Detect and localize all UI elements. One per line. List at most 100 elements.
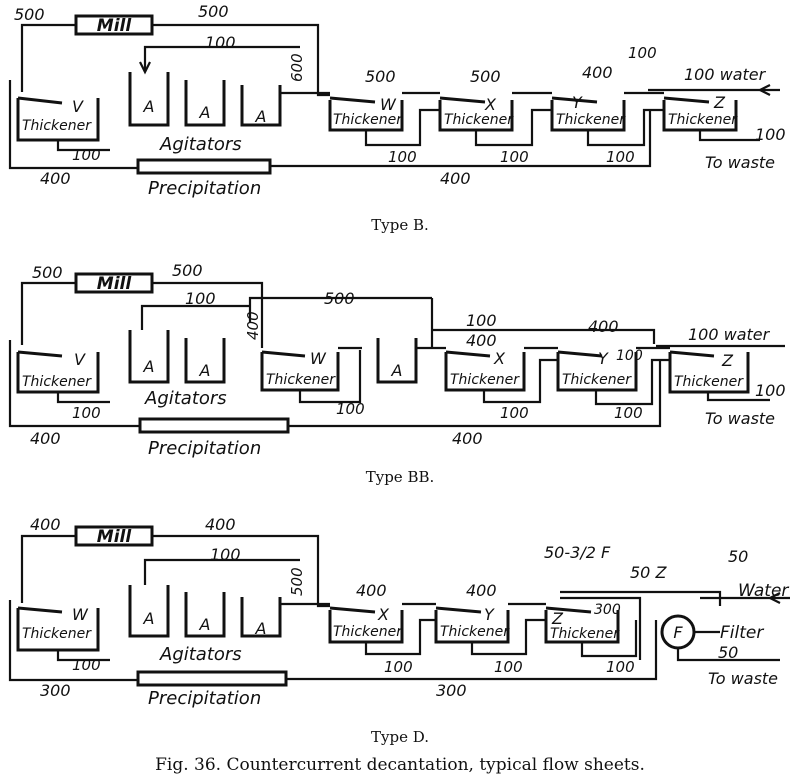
precip-return-line	[270, 110, 652, 168]
precip-feed-line	[8, 600, 138, 682]
flow-label: 500	[470, 67, 501, 86]
agitator-label: A	[199, 361, 211, 380]
flow-label: 100	[72, 404, 101, 422]
flow-label: 500	[198, 2, 229, 21]
rake	[557, 350, 603, 358]
flow-label: 100	[210, 545, 241, 564]
thickener-label: Thickener	[556, 112, 626, 128]
flow-label: 100	[466, 311, 497, 330]
thickener-label: Thickener	[562, 372, 632, 388]
flow-label: 500	[32, 263, 63, 282]
rake	[445, 350, 491, 358]
mill-to-thickener-line	[20, 23, 76, 92]
agitator	[184, 338, 226, 384]
rake	[439, 96, 486, 104]
water-label: Water	[738, 581, 789, 601]
type-b-title: Type B.	[371, 216, 429, 234]
precipitation-box	[138, 417, 290, 434]
long-return-line	[248, 296, 432, 322]
agitator-label: A	[199, 103, 211, 122]
mill-to-thickener-line	[20, 534, 76, 603]
agitator-label: A	[143, 97, 155, 116]
flow-label: 400	[356, 581, 387, 600]
flow-label: 100	[494, 658, 523, 676]
arrow-head	[139, 61, 151, 75]
mill-return-line	[152, 23, 330, 97]
waste-line	[698, 130, 760, 142]
thickener-label: Thickener	[266, 372, 336, 388]
flow-label: 500	[365, 67, 396, 86]
precipitation-label: Precipitation	[148, 178, 261, 199]
rake	[261, 350, 306, 358]
mill-to-thickener-line	[20, 281, 76, 345]
flow-label: 400	[440, 169, 471, 188]
to-waste-label: To waste	[705, 153, 775, 172]
agitator	[128, 330, 170, 384]
precip-feed-line	[8, 340, 140, 428]
type-bb-diagram: Mill 500 500 100 500 400 V Thickener A A…	[8, 261, 786, 486]
filter-label: Filter	[720, 623, 764, 643]
rake	[17, 350, 63, 358]
mill-label: Mill	[97, 274, 133, 294]
flow-label: 400	[30, 515, 61, 534]
underflow-lines	[298, 350, 670, 406]
flow-label: 400	[244, 311, 262, 340]
flow-label: 400	[466, 331, 497, 350]
flow-label: 400	[40, 169, 71, 188]
flow-label: 100	[384, 658, 413, 676]
precip-return-line	[286, 620, 658, 681]
thickener-letter: Z	[713, 93, 726, 112]
thickener-label: Thickener	[674, 374, 744, 390]
rake	[435, 606, 482, 614]
thickener-letter: V	[72, 97, 84, 116]
flow-label: 400	[466, 581, 497, 600]
flow-label: 300	[436, 681, 467, 700]
agitator	[128, 72, 170, 127]
rake	[663, 96, 710, 104]
thickener-label: Thickener	[444, 112, 514, 128]
flow-label: 100	[336, 400, 365, 418]
flow-label: 500	[172, 261, 203, 280]
rake	[669, 350, 715, 358]
return-lines	[432, 328, 656, 344]
filter-letter: F	[673, 623, 683, 642]
flow-label: 100	[388, 148, 417, 166]
thickener-label: Thickener	[550, 626, 620, 642]
thickener-letter: X	[493, 349, 506, 368]
agitator	[184, 80, 226, 127]
thickener-letter: Z	[551, 609, 564, 628]
rake	[329, 96, 376, 104]
flow-label: 400	[205, 515, 236, 534]
flow-label: 100	[755, 381, 786, 400]
agitator-label: A	[255, 619, 267, 638]
flow-label: 100	[72, 656, 101, 674]
rake	[329, 606, 376, 614]
agitator-label: A	[143, 357, 155, 376]
flow-label: 100	[606, 658, 635, 676]
flow-label: 50-3/2 F	[544, 543, 611, 562]
precipitation-label: Precipitation	[148, 438, 261, 459]
agitator-label: A	[391, 361, 403, 380]
flow-label: 400	[582, 63, 613, 82]
flow-label: 100	[500, 404, 529, 422]
precip-return-line	[288, 360, 662, 428]
mill-return-line	[152, 534, 330, 608]
rake	[17, 96, 63, 105]
arrow-head	[767, 592, 781, 604]
agitator	[376, 338, 418, 384]
mill-label: Mill	[97, 527, 133, 547]
thickener-letter: W	[310, 349, 327, 368]
agitators-label: Agitators	[159, 134, 242, 155]
flow-label: 100	[500, 148, 529, 166]
thickener-letter: W	[72, 605, 89, 624]
thickener-letter: X	[484, 95, 497, 114]
thickener-label: Thickener	[333, 624, 403, 640]
thickener-label: Thickener	[22, 626, 92, 642]
type-b-diagram: Mill 500 500 100 600 V Thickener A A A A…	[8, 2, 786, 234]
precip-feed-line	[8, 80, 138, 170]
type-d-diagram: Mill 400 400 100 500 W Thickener A A A A…	[8, 515, 790, 746]
thickener-letter: V	[74, 350, 86, 369]
arrow-head	[757, 84, 771, 96]
thickener-label: Thickener	[450, 372, 520, 388]
